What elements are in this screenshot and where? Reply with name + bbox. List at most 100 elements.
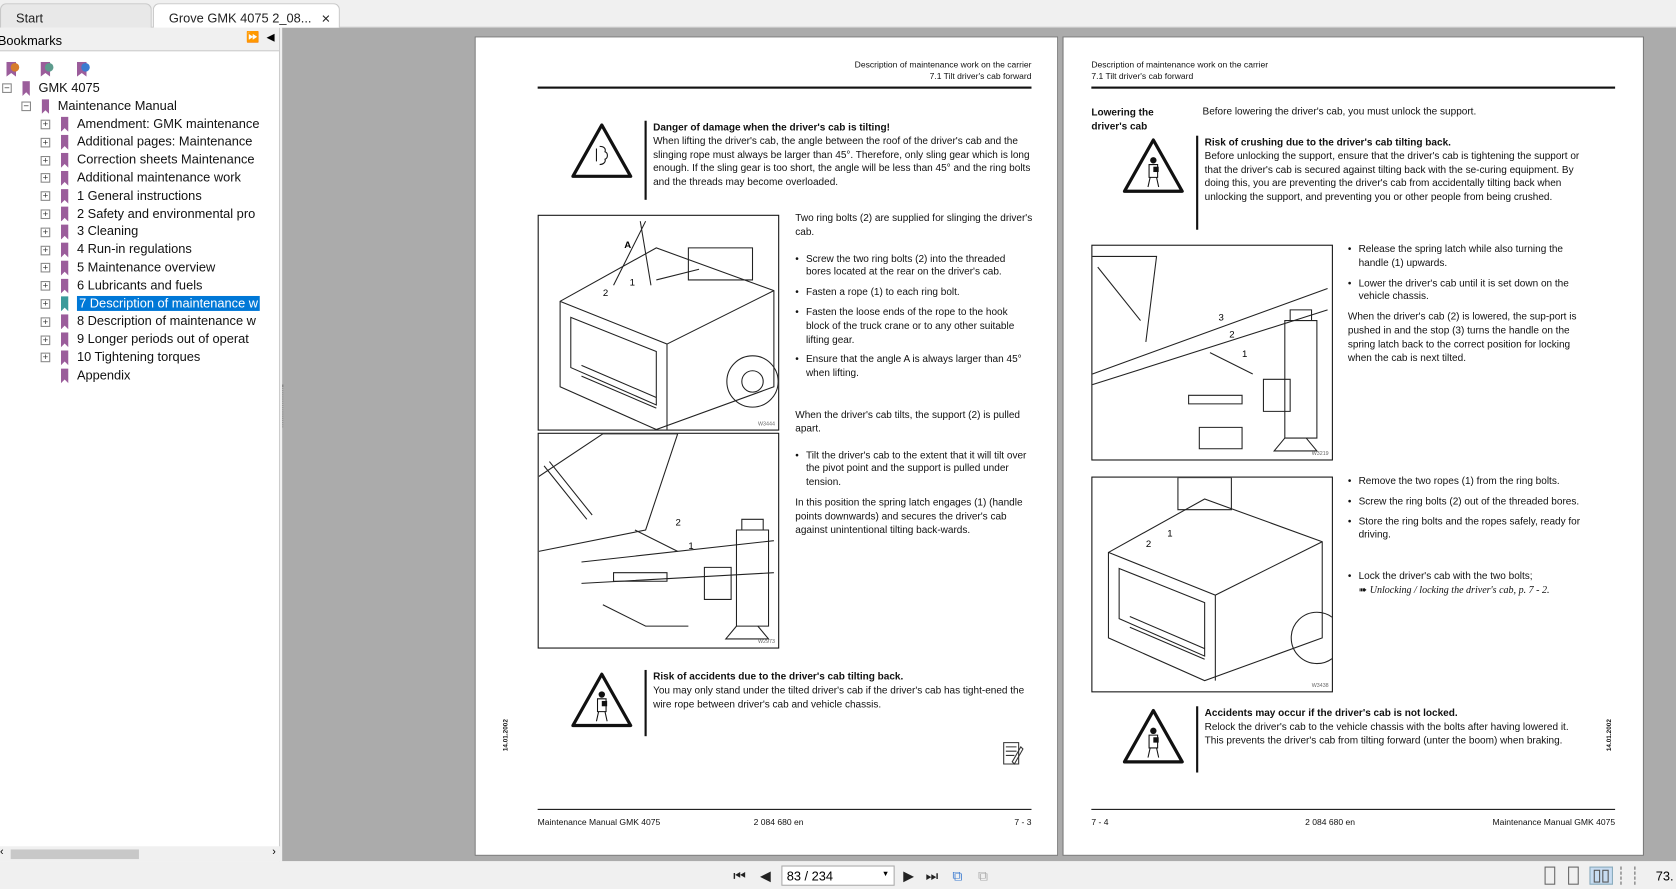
section-title: Lowering the driver's cab xyxy=(1091,105,1154,132)
last-page-button[interactable]: ⏭ xyxy=(925,867,939,884)
bookmark-item[interactable]: +Correction sheets Maintenance xyxy=(40,151,255,169)
bookmark-item[interactable]: +7 Description of maintenance w xyxy=(40,294,261,312)
expand-icon[interactable]: + xyxy=(40,119,51,130)
bookmark-label: 3 Cleaning xyxy=(76,223,139,239)
bookmark-item[interactable]: −GMK 4075 xyxy=(2,79,100,97)
revision-date: 14.01.2002 xyxy=(503,719,510,752)
bookmark-item[interactable]: +2 Safety and environmental pro xyxy=(40,205,256,223)
bookmark-label: 2 Safety and environmental pro xyxy=(76,205,256,221)
bookmark-label: 5 Maintenance overview xyxy=(76,259,216,275)
bookmark-icon xyxy=(60,188,69,204)
dropdown-arrow-icon[interactable]: ▼ xyxy=(881,870,890,879)
svg-text:A: A xyxy=(624,240,631,251)
collapse-panel-icon[interactable]: ◀ xyxy=(266,32,275,44)
footer-title: Maintenance Manual GMK 4075 xyxy=(1492,817,1616,828)
bookmark-item[interactable]: + Amendment: GMK maintenance xyxy=(40,115,260,133)
bookmark-item[interactable]: +6 Lubricants and fuels xyxy=(40,277,203,295)
expand-icon[interactable]: + xyxy=(40,263,51,273)
bookmark-item[interactable]: +5 Maintenance overview xyxy=(40,259,216,277)
tab-document[interactable]: Grove GMK 4075 2_08...× xyxy=(152,3,340,28)
instructions-column: Release the spring latch while also turn… xyxy=(1348,243,1587,373)
bookmark-icon xyxy=(60,170,69,186)
close-tab-icon[interactable]: × xyxy=(321,9,331,27)
expand-icon[interactable]: + xyxy=(40,209,51,219)
warning-triangle-icon xyxy=(571,123,633,178)
expand-icon[interactable]: + xyxy=(40,281,51,291)
tab-bar: Start Grove GMK 4075 2_08...× xyxy=(0,0,1676,28)
expand-icon[interactable]: + xyxy=(40,245,51,255)
revision-date: 14.01.2002 xyxy=(1606,719,1613,752)
page-7-4: Description of maintenance work on the c… xyxy=(1062,36,1644,856)
expand-icon[interactable]: + xyxy=(40,227,51,237)
warning-person-icon xyxy=(1122,138,1184,193)
continuous-view-icon[interactable] xyxy=(1568,866,1579,885)
bookmark-item[interactable]: +9 Longer periods out of operat xyxy=(40,330,249,348)
bookmark-icon xyxy=(60,152,69,168)
bookmarks-panel: Bookmarks ⏩ ◀ −GMK 4075−Maintenance Manu… xyxy=(0,27,281,862)
two-page-continuous-view-icon[interactable] xyxy=(1620,866,1636,885)
footer-page-number: 7 - 4 xyxy=(1091,817,1109,828)
scroll-right-icon[interactable]: › xyxy=(272,846,276,859)
bookmark-label: 8 Description of maintenance w xyxy=(76,313,256,329)
goto-bookmark-button[interactable] xyxy=(76,60,95,79)
bookmark-icon xyxy=(60,278,69,294)
bookmark-item[interactable]: +8 Description of maintenance w xyxy=(40,312,256,330)
bookmark-icon xyxy=(60,134,69,150)
expand-icon[interactable]: + xyxy=(40,334,51,345)
bookmark-label: 4 Run-in regulations xyxy=(76,241,192,257)
tab-start[interactable]: Start xyxy=(0,3,152,28)
svg-text:1: 1 xyxy=(630,277,635,288)
footer-title: Maintenance Manual GMK 4075 xyxy=(537,817,661,828)
horizontal-scrollbar[interactable]: ‹ › xyxy=(0,846,281,862)
bookmark-item[interactable]: +3 Cleaning xyxy=(40,223,139,241)
expand-icon[interactable]: + xyxy=(40,191,51,202)
expand-panel-icon[interactable]: ⏩ xyxy=(246,32,260,44)
scrollbar-thumb[interactable] xyxy=(10,849,139,860)
expand-icon[interactable]: + xyxy=(40,137,51,148)
expand-icon[interactable]: + xyxy=(40,155,51,166)
footer-docnumber: 2 084 680 en xyxy=(1305,817,1356,828)
previous-page-button[interactable]: ◀ xyxy=(759,867,771,884)
delete-bookmark-button[interactable] xyxy=(6,60,24,79)
bookmark-label: Amendment: GMK maintenance xyxy=(76,116,260,131)
add-bookmark-button[interactable] xyxy=(40,60,59,79)
bookmark-item[interactable]: −Maintenance Manual xyxy=(21,97,177,115)
svg-text:2: 2 xyxy=(1146,539,1151,550)
page-number-input[interactable]: 83 / 234▼ xyxy=(781,865,895,886)
two-page-view-icon[interactable] xyxy=(1589,866,1613,885)
cross-reference-link[interactable]: Unlocking / locking the driver's cab, p.… xyxy=(1369,585,1550,597)
expand-icon[interactable]: + xyxy=(40,299,51,309)
tab-label: Start xyxy=(16,10,44,26)
previous-view-icon[interactable]: ⧉ xyxy=(952,867,963,884)
figure-code: W2973 xyxy=(758,638,775,646)
bookmark-item[interactable]: Appendix xyxy=(41,366,131,384)
expand-icon[interactable]: + xyxy=(40,352,51,363)
warning-person-icon xyxy=(1122,708,1184,764)
scroll-left-icon[interactable]: ‹ xyxy=(0,846,4,859)
bookmark-label: Additional pages: Maintenance xyxy=(76,133,253,149)
zoom-level[interactable]: 73. xyxy=(1655,868,1674,884)
bookmark-item[interactable]: +10 Tightening torques xyxy=(40,348,201,366)
document-viewer[interactable]: Description of maintenance work on the c… xyxy=(282,27,1676,862)
collapse-icon[interactable]: − xyxy=(21,101,31,112)
bookmark-item[interactable]: +1 General instructions xyxy=(40,187,202,205)
page-header: Description of maintenance work on the c… xyxy=(854,59,1032,82)
expand-icon[interactable]: + xyxy=(40,173,51,184)
bookmark-item[interactable]: +Additional maintenance work xyxy=(40,169,241,187)
svg-text:1: 1 xyxy=(1167,528,1172,539)
collapse-icon[interactable]: − xyxy=(2,83,12,94)
panel-splitter[interactable] xyxy=(282,384,286,428)
next-page-button[interactable]: ▶ xyxy=(903,867,914,884)
expand-icon[interactable]: + xyxy=(40,317,51,327)
single-page-view-icon[interactable] xyxy=(1544,866,1556,885)
first-page-button[interactable]: ⏮ xyxy=(733,867,746,884)
bookmark-label: 7 Description of maintenance w xyxy=(76,295,261,311)
footer-docnumber: 2 084 680 en xyxy=(753,817,804,828)
bookmark-icon xyxy=(41,98,50,114)
figure-code: W3444 xyxy=(758,420,775,428)
bookmark-item[interactable]: + Additional pages: Maintenance xyxy=(40,133,253,151)
svg-text:2: 2 xyxy=(676,518,681,529)
bookmark-item[interactable]: +4 Run-in regulations xyxy=(40,241,192,259)
